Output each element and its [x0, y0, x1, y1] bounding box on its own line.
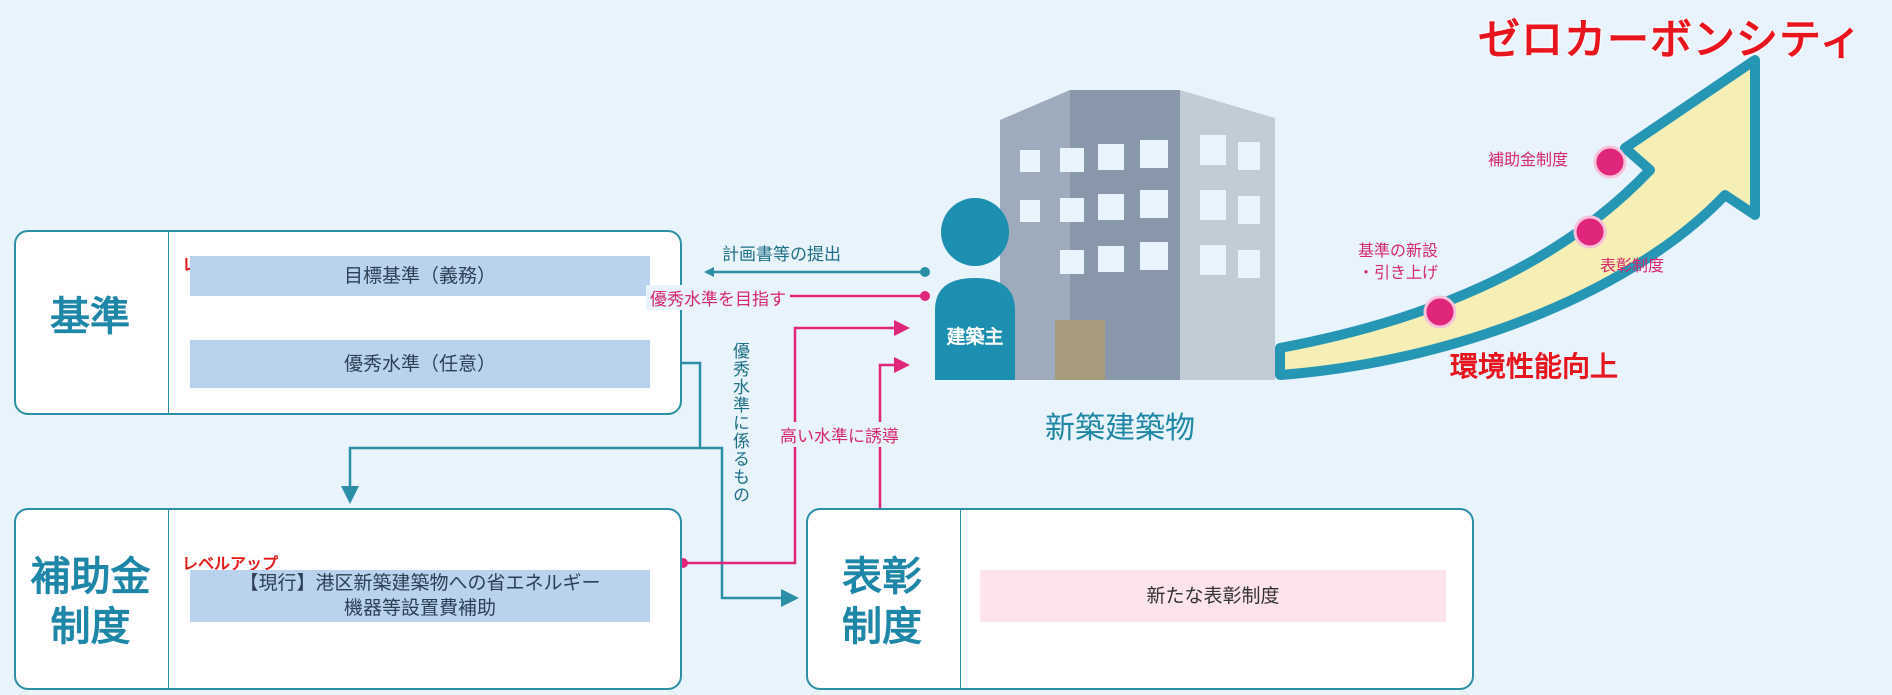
- standard-point-label-line1: 基準の新設: [1358, 241, 1439, 260]
- excellent-related-label: 優秀水準に係るもの: [727, 342, 752, 504]
- building-icon: [1000, 90, 1275, 380]
- subsidy-box: 【現行】港区新築建築物への省エネルギー 機器等設置費補助: [190, 570, 650, 622]
- award-category-line1: 表彰: [842, 554, 922, 600]
- subsidy-box-line1: 【現行】港区新築建築物への省エネルギー: [239, 572, 601, 595]
- page-title: ゼロカーボンシティ: [1478, 15, 1863, 64]
- aim-excellent-label: 優秀水準を目指す: [646, 285, 790, 310]
- subsidy-category: 補助金 制度: [18, 552, 163, 652]
- owner-label: 建築主: [946, 326, 1004, 348]
- subsidy-dot: [1593, 145, 1627, 179]
- plan-submission-label: 計画書等の提出: [722, 245, 841, 265]
- award-category-line2: 制度: [842, 604, 922, 650]
- target-standard-box: 目標基準（義務）: [190, 256, 650, 296]
- standard-point-label: 基準の新設 ・引き上げ: [1358, 240, 1438, 283]
- excellent-standard-box: 優秀水準（任意）: [190, 340, 650, 388]
- induce-high-label: 高い水準に誘導: [776, 422, 903, 447]
- award-dot: [1573, 215, 1607, 249]
- building-name: 新築建築物: [1045, 411, 1195, 446]
- subsidy-category-line2: 制度: [50, 604, 131, 650]
- standard-category: 基準: [50, 294, 130, 340]
- subsidy-category-line1: 補助金: [30, 554, 151, 600]
- performance-label: 環境性能向上: [1450, 350, 1619, 383]
- owner-icon: [935, 198, 1015, 380]
- subsidy-box-line2: 機器等設置費補助: [343, 597, 496, 619]
- zero-carbon-arrow: [1275, 55, 1760, 380]
- plan-submission-arrow: [704, 267, 930, 277]
- standard-dot: [1423, 295, 1457, 329]
- award-point-label: 表彰制度: [1600, 256, 1665, 275]
- standard-point-label-line2: ・引き上げ: [1358, 262, 1439, 282]
- award-category: 表彰 制度: [812, 552, 952, 652]
- levelup-tag-subsidy: レベルアップ: [182, 554, 279, 573]
- subsidy-point-label: 補助金制度: [1488, 150, 1569, 169]
- new-award-box: 新たな表彰制度: [980, 570, 1446, 622]
